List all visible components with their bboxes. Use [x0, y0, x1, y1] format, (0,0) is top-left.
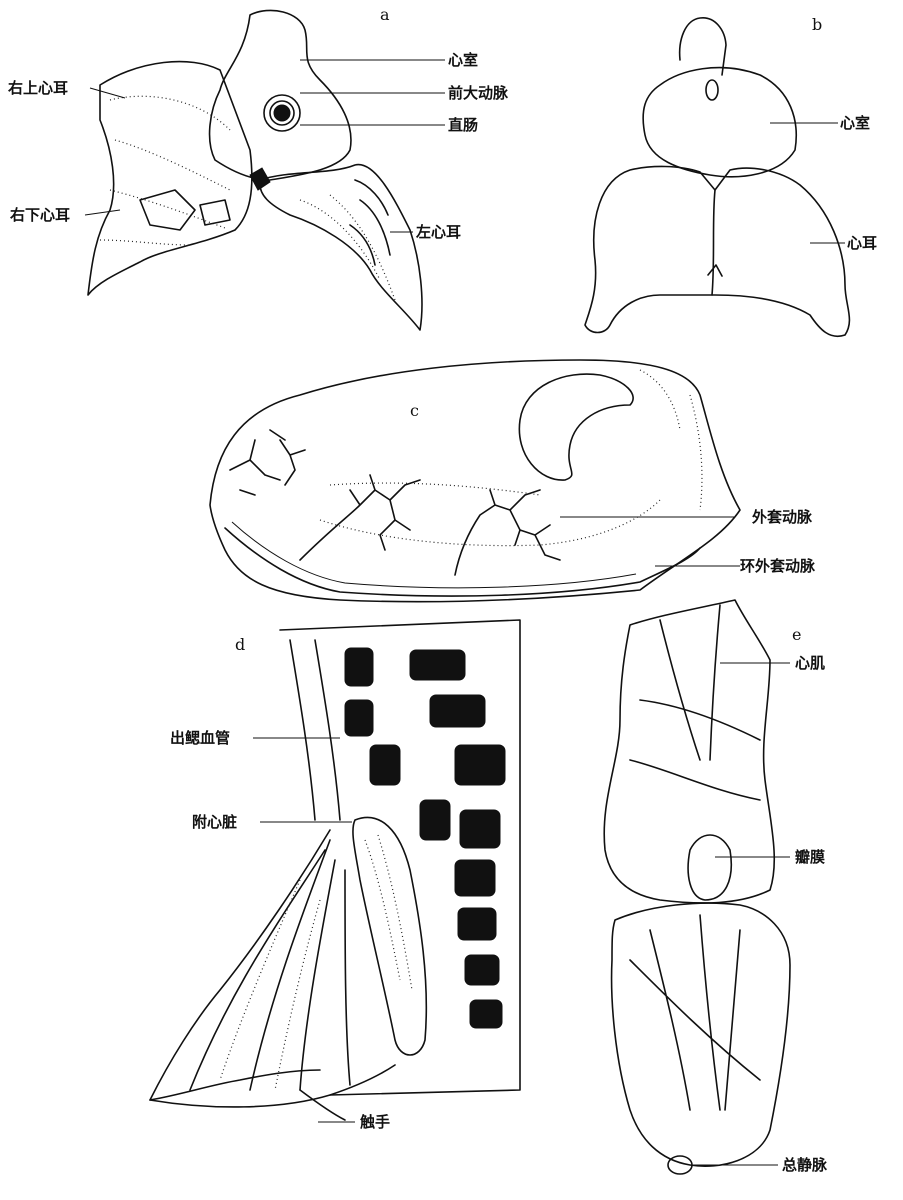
lower-chamber-outline: [612, 903, 790, 1166]
branchial-heart-body: [353, 817, 426, 1055]
aorta-opening-b: [706, 80, 718, 100]
branchial-heart-stipple: [365, 835, 412, 990]
panel-e-letter: e: [792, 625, 801, 644]
artery-branches-right: [455, 490, 560, 575]
valve-flap: [688, 835, 731, 900]
midline-b: [708, 190, 722, 295]
artery-branches-middle: [300, 475, 420, 560]
label-rectum: 直肠: [448, 116, 478, 134]
label-anterior-aorta: 前大动脉: [448, 84, 509, 102]
label-efferent-vessel: 出鳃血管: [170, 729, 230, 747]
panel-c: c 外套动脉 环外套动脉: [210, 360, 816, 602]
auricles-outline-b: [585, 166, 849, 336]
tentacle-edge: [150, 1070, 320, 1100]
fan-stipple: [220, 880, 320, 1090]
leader-right-lower-auricle: [85, 210, 120, 215]
label-circumpallial-artery: 环外套动脉: [740, 557, 816, 575]
heart-muscle-fibres: [630, 605, 760, 800]
label-vena-cava: 总静脉: [782, 1156, 828, 1174]
right-auricles-outline: [88, 62, 252, 295]
panel-c-letter: c: [410, 401, 419, 420]
junction-dark-mark: [250, 168, 270, 190]
label-ventricle-b: 心室: [840, 114, 870, 132]
lower-chamber-fibres: [630, 915, 760, 1110]
leader-right-upper-auricle: [90, 88, 125, 98]
left-auricle-stipple: [300, 195, 395, 300]
label-pallial-artery: 外套动脉: [751, 508, 813, 526]
label-valve: 瓣膜: [795, 848, 825, 866]
label-ventricle-a: 心室: [448, 51, 478, 69]
panel-b-letter: b: [812, 15, 822, 34]
panel-e: e 心肌 瓣膜 总静脉: [604, 600, 828, 1174]
panel-d-letter: d: [235, 635, 245, 654]
efferent-vessel: [290, 640, 340, 820]
circumpallial-vessel-line: [225, 528, 700, 596]
left-auricle-outline: [260, 165, 422, 330]
panel-d: d 出鳃血管: [150, 620, 520, 1131]
rectum-lumen: [274, 105, 290, 121]
label-right-lower-auricle: 右下心耳: [10, 206, 70, 224]
mantle-dotted-lines: [320, 370, 702, 546]
label-heart-muscle: 心肌: [795, 654, 825, 672]
label-right-upper-auricle: 右上心耳: [8, 79, 68, 97]
label-tentacle: 触手: [360, 1113, 390, 1131]
panel-b: b 心室 心耳: [585, 15, 877, 336]
ventricle-outline-b: [643, 68, 796, 177]
label-left-auricle: 左心耳: [415, 223, 461, 241]
adductor-scar: [519, 374, 633, 480]
label-auricle-b: 心耳: [847, 234, 877, 252]
fan-ribs: [190, 840, 350, 1090]
mantle-outline: [210, 360, 740, 602]
panel-a: a 心室 前大动脉 直肠 右上心耳 右下心耳 左心耳: [8, 5, 509, 330]
artery-branches-left: [230, 430, 305, 495]
junction-block-1: [140, 190, 195, 230]
aorta-tube-b: [680, 18, 726, 75]
panel-a-letter: a: [380, 5, 390, 24]
label-branchial-heart: 附心脏: [192, 813, 237, 831]
circumpallial-vessel-line-inner: [232, 522, 636, 588]
junction-block-2: [200, 200, 230, 225]
